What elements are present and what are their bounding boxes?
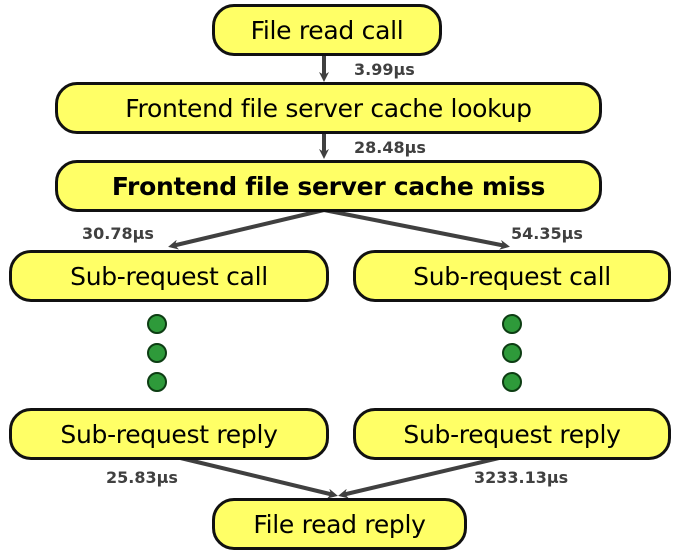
node-subrequest-reply-left: Sub-request reply	[9, 408, 329, 460]
node-file-read-call: File read call	[212, 4, 442, 56]
node-label: Sub-request call	[70, 261, 268, 291]
node-subrequest-reply-right: Sub-request reply	[353, 408, 671, 460]
ellipsis-dot	[502, 372, 522, 392]
node-label: Sub-request reply	[60, 419, 278, 449]
node-label: File read call	[250, 15, 404, 45]
node-subrequest-call-right: Sub-request call	[353, 250, 671, 302]
ellipsis-dot	[502, 343, 522, 363]
latency-right-reply: 3233.13µs	[474, 468, 569, 487]
node-cache-lookup: Frontend file server cache lookup	[55, 82, 602, 134]
arrow-right-reply-to-reply	[338, 453, 513, 499]
latency-left-reply: 25.83µs	[106, 468, 178, 487]
node-cache-miss: Frontend file server cache miss	[55, 160, 602, 212]
latency-call-to-lookup: 3.99µs	[354, 60, 415, 79]
node-label: Frontend file server cache miss	[111, 171, 546, 201]
latency-lookup-to-miss: 28.48µs	[354, 138, 426, 157]
arrow-left-reply-to-reply	[167, 453, 338, 499]
node-label: Sub-request reply	[403, 419, 621, 449]
node-label: File read reply	[253, 509, 426, 539]
node-file-read-reply: File read reply	[212, 498, 467, 550]
latency-miss-to-left-call: 30.78µs	[82, 224, 154, 243]
ellipsis-dot	[147, 343, 167, 363]
node-label: Sub-request call	[413, 261, 611, 291]
node-label: Frontend file server cache lookup	[125, 93, 532, 123]
node-subrequest-call-left: Sub-request call	[9, 250, 329, 302]
ellipsis-dot	[502, 314, 522, 334]
arrow-miss-to-right-call	[323, 208, 510, 250]
ellipsis-dot	[147, 372, 167, 392]
ellipsis-dot	[147, 314, 167, 334]
arrow-miss-to-left-call	[168, 208, 325, 250]
latency-miss-to-right-call: 54.35µs	[511, 224, 583, 243]
